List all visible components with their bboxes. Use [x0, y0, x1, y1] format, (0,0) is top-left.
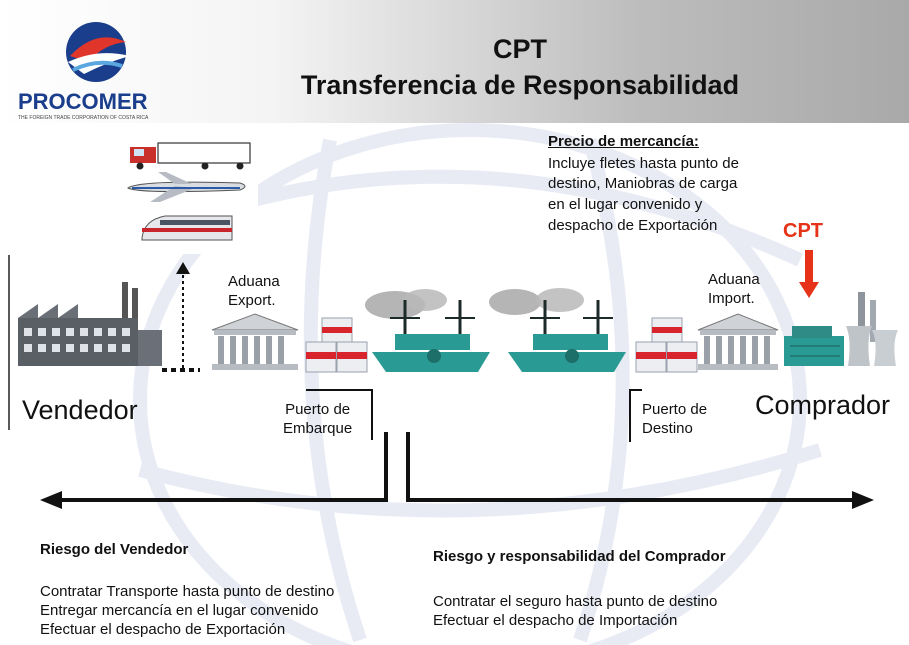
seller-risk-heading: Riesgo del Vendedor	[40, 541, 189, 558]
factory-icon	[18, 282, 162, 366]
seller-label: Vendedor	[22, 395, 138, 425]
logo-tagline: THE FOREIGN TRADE CORPORATION OF COSTA R…	[18, 115, 149, 121]
customs-building-icon	[697, 313, 779, 370]
cargo-boxes-icon	[305, 317, 368, 373]
price-heading: Precio de mercancía:	[548, 133, 699, 150]
cpt-marker-label: CPT	[783, 220, 823, 242]
cargo-boxes-icon	[635, 317, 698, 373]
down-arrow-icon	[799, 250, 819, 298]
price-line: en el lugar convenido y	[548, 196, 703, 213]
transport-modes	[120, 132, 258, 254]
header-band	[0, 0, 909, 123]
title-line-1: CPT	[493, 34, 547, 64]
procomer-logo: PROCOMER THE FOREIGN TRADE CORPORATION O…	[18, 18, 168, 121]
customs-building-icon	[211, 313, 299, 370]
price-line: despacho de Exportación	[548, 217, 718, 234]
title-line-2: Transferencia de Responsabilidad	[300, 70, 740, 100]
ship-icon	[489, 288, 626, 372]
logo-wordmark: PROCOMER	[18, 89, 148, 114]
ship-icon	[365, 289, 490, 372]
buyer-risk-item: Efectuar el despacho de Importación	[433, 612, 678, 629]
buyer-risk-item: Contratar el seguro hasta punto de desti…	[433, 593, 718, 610]
seller-risk-item: Efectuar el despacho de Exportación	[40, 621, 286, 638]
seller-risk-item: Entregar mercancía en el lugar convenido	[40, 602, 319, 619]
airplane-icon	[127, 172, 246, 202]
truck-icon	[130, 142, 251, 170]
buyer-label: Comprador	[755, 390, 891, 420]
power-plant-icon	[784, 292, 898, 366]
price-line: Incluye fletes hasta punto de	[548, 155, 739, 172]
dotted-up-arrow-icon	[162, 262, 200, 372]
seller-risk-item: Contratar Transporte hasta punto de dest…	[40, 583, 335, 600]
train-icon	[141, 215, 233, 241]
price-line: destino, Maniobras de carga	[548, 175, 738, 192]
buyer-risk-heading: Riesgo y responsabilidad del Comprador	[433, 548, 726, 565]
globe-logo-icon	[66, 22, 130, 82]
